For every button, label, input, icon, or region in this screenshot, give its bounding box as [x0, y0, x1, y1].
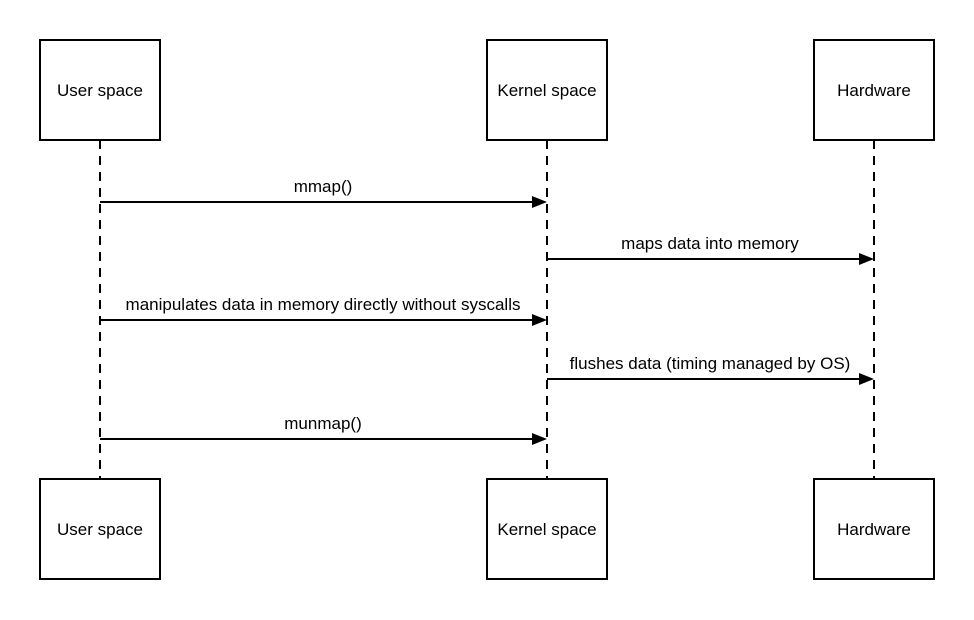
actor-top-kernel-space: Kernel space	[486, 39, 608, 141]
actor-box	[39, 478, 161, 580]
actor-label: Kernel space	[497, 520, 596, 539]
message-label: flushes data (timing managed by OS)	[570, 354, 851, 373]
message-label: maps data into memory	[621, 234, 799, 253]
actor-bottom-user-space: User space	[39, 478, 161, 580]
actor-label: Kernel space	[497, 81, 596, 100]
actor-box	[813, 478, 935, 580]
message-manipulates-data: manipulates data in memory directly with…	[100, 295, 547, 326]
message-mmap: mmap()	[100, 177, 547, 208]
actor-top-user-space: User space	[39, 39, 161, 141]
message-maps-data-into-memory: maps data into memory	[547, 234, 874, 265]
actor-box	[486, 39, 608, 141]
actor-box	[813, 39, 935, 141]
arrowhead-right-icon	[532, 433, 547, 445]
arrowhead-right-icon	[532, 196, 547, 208]
message-label: manipulates data in memory directly with…	[126, 295, 521, 314]
actor-box	[486, 478, 608, 580]
actor-bottom-kernel-space: Kernel space	[486, 478, 608, 580]
actor-label: Hardware	[837, 520, 911, 539]
message-flushes-data: flushes data (timing managed by OS)	[547, 354, 874, 385]
actor-top-hardware: Hardware	[813, 39, 935, 141]
arrowhead-right-icon	[859, 373, 874, 385]
actor-label: User space	[57, 81, 143, 100]
actor-label: Hardware	[837, 81, 911, 100]
message-label: munmap()	[284, 414, 361, 433]
actor-box	[39, 39, 161, 141]
actor-bottom-hardware: Hardware	[813, 478, 935, 580]
message-munmap: munmap()	[100, 414, 547, 445]
message-label: mmap()	[294, 177, 353, 196]
arrowhead-right-icon	[859, 253, 874, 265]
actor-label: User space	[57, 520, 143, 539]
arrowhead-right-icon	[532, 314, 547, 326]
